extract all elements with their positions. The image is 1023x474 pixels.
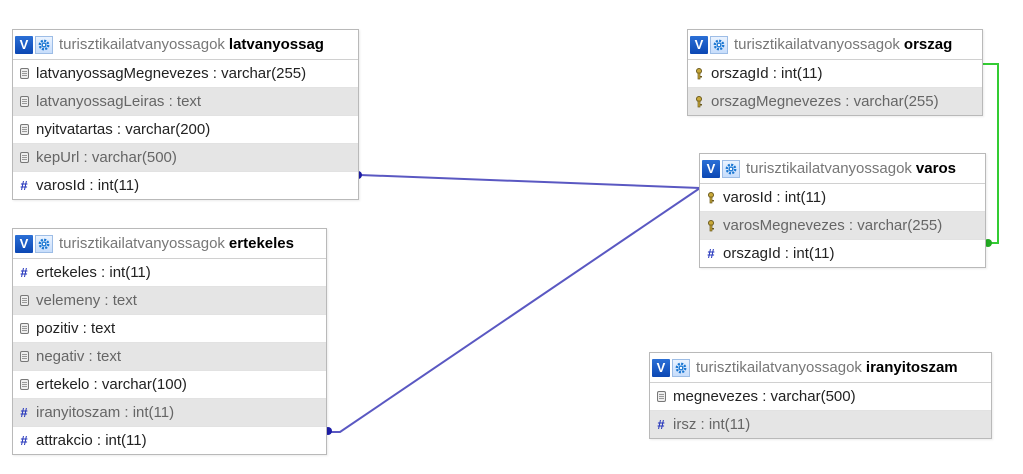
table-name: iranyitoszam [865, 359, 958, 376]
field-icon [656, 391, 666, 403]
table-row[interactable]: varosId : int(11) [700, 184, 985, 211]
table-row[interactable]: # attrakcio : int(11) [13, 426, 326, 454]
table-row[interactable]: varosMegnevezes : varchar(255) [700, 211, 985, 239]
field-label: latvanyossagMegnevezes : varchar(255) [36, 65, 307, 82]
toggle-columns-button[interactable]: V [702, 159, 720, 178]
gear-icon[interactable] [710, 35, 728, 54]
key-icon [706, 219, 716, 232]
field-icon [19, 96, 29, 108]
table-name: orszag [903, 36, 953, 53]
table-row[interactable]: latvanyossagLeiras : text [13, 87, 358, 115]
key-icon [694, 67, 704, 80]
hash-icon: # [20, 265, 28, 280]
hash-icon: # [20, 178, 28, 193]
table-row[interactable]: # irsz : int(11) [650, 410, 991, 438]
field-label: ertekeles : int(11) [36, 264, 151, 281]
field-icon [19, 68, 29, 80]
field-icon [19, 124, 29, 136]
relation-ertekeles-varos [330, 187, 701, 433]
field-label: orszagMegnevezes : varchar(255) [711, 93, 939, 110]
gear-icon[interactable] [35, 35, 53, 54]
table-name: ertekeles [228, 235, 294, 252]
field-icon [19, 379, 29, 391]
table-name: latvanyossag [228, 36, 324, 53]
field-label: varosMegnevezes : varchar(255) [723, 217, 943, 234]
table-iranyitoszam[interactable]: V turisztikailatvanyossagok iranyitoszam… [649, 352, 992, 439]
table-row[interactable]: # iranyitoszam : int(11) [13, 398, 326, 426]
field-label: negativ : text [36, 348, 122, 365]
database-name: turisztikailatvanyossagok [59, 235, 225, 252]
toggle-columns-button[interactable]: V [652, 358, 670, 377]
field-label: varosId : int(11) [723, 189, 827, 206]
gear-icon[interactable] [35, 234, 53, 253]
gear-icon[interactable] [722, 159, 740, 178]
table-header[interactable]: V turisztikailatvanyossagok orszag [688, 30, 982, 60]
table-row[interactable]: pozitiv : text [13, 314, 326, 342]
field-label: varosId : int(11) [36, 177, 140, 194]
field-label: orszagId : int(11) [711, 65, 823, 82]
field-label: orszagId : int(11) [723, 245, 835, 262]
hash-icon: # [20, 405, 28, 420]
table-header[interactable]: V turisztikailatvanyossagok varos [700, 154, 985, 184]
toggle-columns-button[interactable]: V [15, 35, 33, 54]
table-varos[interactable]: V turisztikailatvanyossagok varos varosI… [699, 153, 986, 268]
field-label: latvanyossagLeiras : text [36, 93, 202, 110]
field-label: iranyitoszam : int(11) [36, 404, 175, 421]
database-name: turisztikailatvanyossagok [696, 359, 862, 376]
table-row[interactable]: latvanyossagMegnevezes : varchar(255) [13, 60, 358, 87]
hash-icon: # [707, 246, 715, 261]
table-orszag[interactable]: V turisztikailatvanyossagok orszag orsza… [687, 29, 983, 116]
table-row[interactable]: # ertekeles : int(11) [13, 259, 326, 286]
table-latvanyossag[interactable]: V turisztikailatvanyossagok latvanyossag… [12, 29, 359, 200]
field-label: nyitvatartas : varchar(200) [36, 121, 211, 138]
table-row[interactable]: orszagId : int(11) [688, 60, 982, 87]
database-name: turisztikailatvanyossagok [734, 36, 900, 53]
hash-icon: # [657, 417, 665, 432]
table-row[interactable]: ertekelo : varchar(100) [13, 370, 326, 398]
table-row[interactable]: negativ : text [13, 342, 326, 370]
field-label: megnevezes : varchar(500) [673, 388, 856, 405]
field-label: ertekelo : varchar(100) [36, 376, 187, 393]
table-ertekeles[interactable]: V turisztikailatvanyossagok ertekeles # e… [12, 228, 327, 455]
field-label: velemeny : text [36, 292, 137, 309]
table-row[interactable]: megnevezes : varchar(500) [650, 383, 991, 410]
field-icon [19, 323, 29, 335]
toggle-columns-button[interactable]: V [690, 35, 708, 54]
field-label: attrakcio : int(11) [36, 432, 147, 449]
table-row[interactable]: nyitvatartas : varchar(200) [13, 115, 358, 143]
table-header[interactable]: V turisztikailatvanyossagok latvanyossag [13, 30, 358, 60]
database-name: turisztikailatvanyossagok [59, 36, 225, 53]
table-row[interactable]: kepUrl : varchar(500) [13, 143, 358, 171]
field-icon [19, 152, 29, 164]
field-label: kepUrl : varchar(500) [36, 149, 177, 166]
toggle-columns-button[interactable]: V [15, 234, 33, 253]
field-icon [19, 295, 29, 307]
hash-icon: # [20, 433, 28, 448]
table-row[interactable]: velemeny : text [13, 286, 326, 314]
relation-latvanyossag-varos [359, 174, 701, 189]
table-row[interactable]: # orszagId : int(11) [700, 239, 985, 267]
field-label: pozitiv : text [36, 320, 116, 337]
table-header[interactable]: V turisztikailatvanyossagok iranyitoszam [650, 353, 991, 383]
gear-icon[interactable] [672, 358, 690, 377]
database-name: turisztikailatvanyossagok [746, 160, 912, 177]
key-icon [694, 95, 704, 108]
table-row[interactable]: orszagMegnevezes : varchar(255) [688, 87, 982, 115]
key-icon [706, 191, 716, 204]
table-name: varos [915, 160, 956, 177]
field-icon [19, 351, 29, 363]
table-header[interactable]: V turisztikailatvanyossagok ertekeles [13, 229, 326, 259]
table-row[interactable]: # varosId : int(11) [13, 171, 358, 199]
field-label: irsz : int(11) [673, 416, 751, 433]
